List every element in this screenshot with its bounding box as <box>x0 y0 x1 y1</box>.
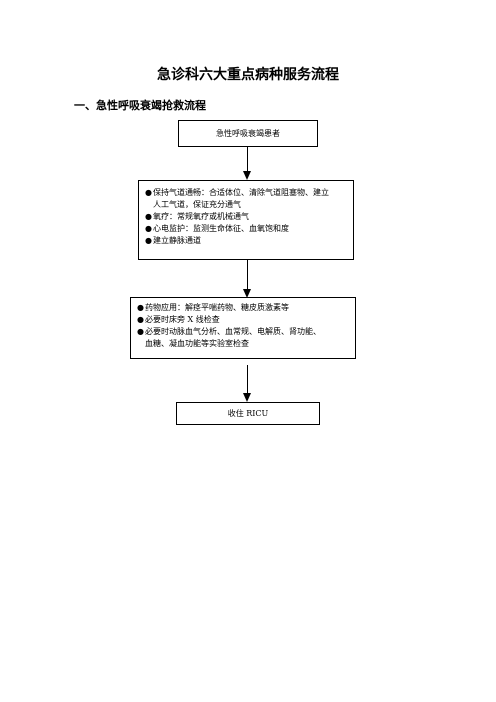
step1-item-1-line1: 保持气道通畅：合适体位、清除气道阻塞物、建立 <box>153 188 329 197</box>
step1-item-1-line2: 人工气道，保证充分通气 <box>153 200 241 209</box>
end-box: 收住 RICU <box>176 402 320 425</box>
bullet-icon: ● <box>145 188 152 197</box>
step1-item-3-line1: 心电监护：监测生命体征、血氧饱和度 <box>153 224 289 233</box>
bullet-icon: ● <box>137 315 144 324</box>
step2-item-1-line1: 药物应用：解痉平喘药物、糖皮质激素等 <box>145 303 289 312</box>
document-title: 急诊科六大重点病种服务流程 <box>157 67 339 83</box>
bullet-icon: ● <box>137 303 144 312</box>
connector-start-step1 <box>247 147 248 171</box>
bullet-icon: ● <box>145 224 152 233</box>
step2-item-3-line1: 必要时动脉血气分析、血常规、电解质、肾功能、 <box>145 327 321 336</box>
step2-item-1: ● 药物应用：解痉平喘药物、糖皮质激素等 <box>137 302 349 314</box>
arrow-head-2 <box>243 289 251 298</box>
bullet-icon: ● <box>137 327 144 336</box>
connector-step2-end <box>247 365 248 393</box>
step2-box: ● 药物应用：解痉平喘药物、糖皮质激素等 ● 必要时床旁 X 线检查 ● 必要时… <box>130 297 356 359</box>
step1-item-2-line1: 氧疗：常规氧疗或机械通气 <box>153 212 249 221</box>
arrow-head-3 <box>243 393 251 402</box>
step1-item-4-line1: 建立静脉通道 <box>153 236 201 245</box>
step1-item-1: ● 保持气道通畅：合适体位、清除气道阻塞物、建立 <box>145 187 347 199</box>
step2-item-3-line2: 血糖、凝血功能等实验室检查 <box>145 339 249 348</box>
step2-item-2-line1: 必要时床旁 X 线检查 <box>145 315 220 324</box>
step2-item-3: ● 必要时动脉血气分析、血常规、电解质、肾功能、 <box>137 326 349 338</box>
start-box-label: 急性呼吸衰竭患者 <box>216 128 280 138</box>
section-heading: 一、急性呼吸衰竭抢救流程 <box>74 99 206 112</box>
arrow-head-1 <box>243 171 251 180</box>
bullet-icon: ● <box>145 212 152 221</box>
step2-item-2: ● 必要时床旁 X 线检查 <box>137 314 349 326</box>
step1-item-3: ● 心电监护：监测生命体征、血氧饱和度 <box>145 223 347 235</box>
start-box: 急性呼吸衰竭患者 <box>178 120 318 147</box>
step1-item-4: ● 建立静脉通道 <box>145 235 347 247</box>
connector-step1-step2 <box>247 260 248 289</box>
bullet-icon: ● <box>145 236 152 245</box>
step1-item-2: ● 氧疗：常规氧疗或机械通气 <box>145 211 347 223</box>
end-box-label: 收住 RICU <box>227 408 269 418</box>
step1-box: ● 保持气道通畅：合适体位、清除气道阻塞物、建立 人工气道，保证充分通气 ● 氧… <box>138 180 354 260</box>
